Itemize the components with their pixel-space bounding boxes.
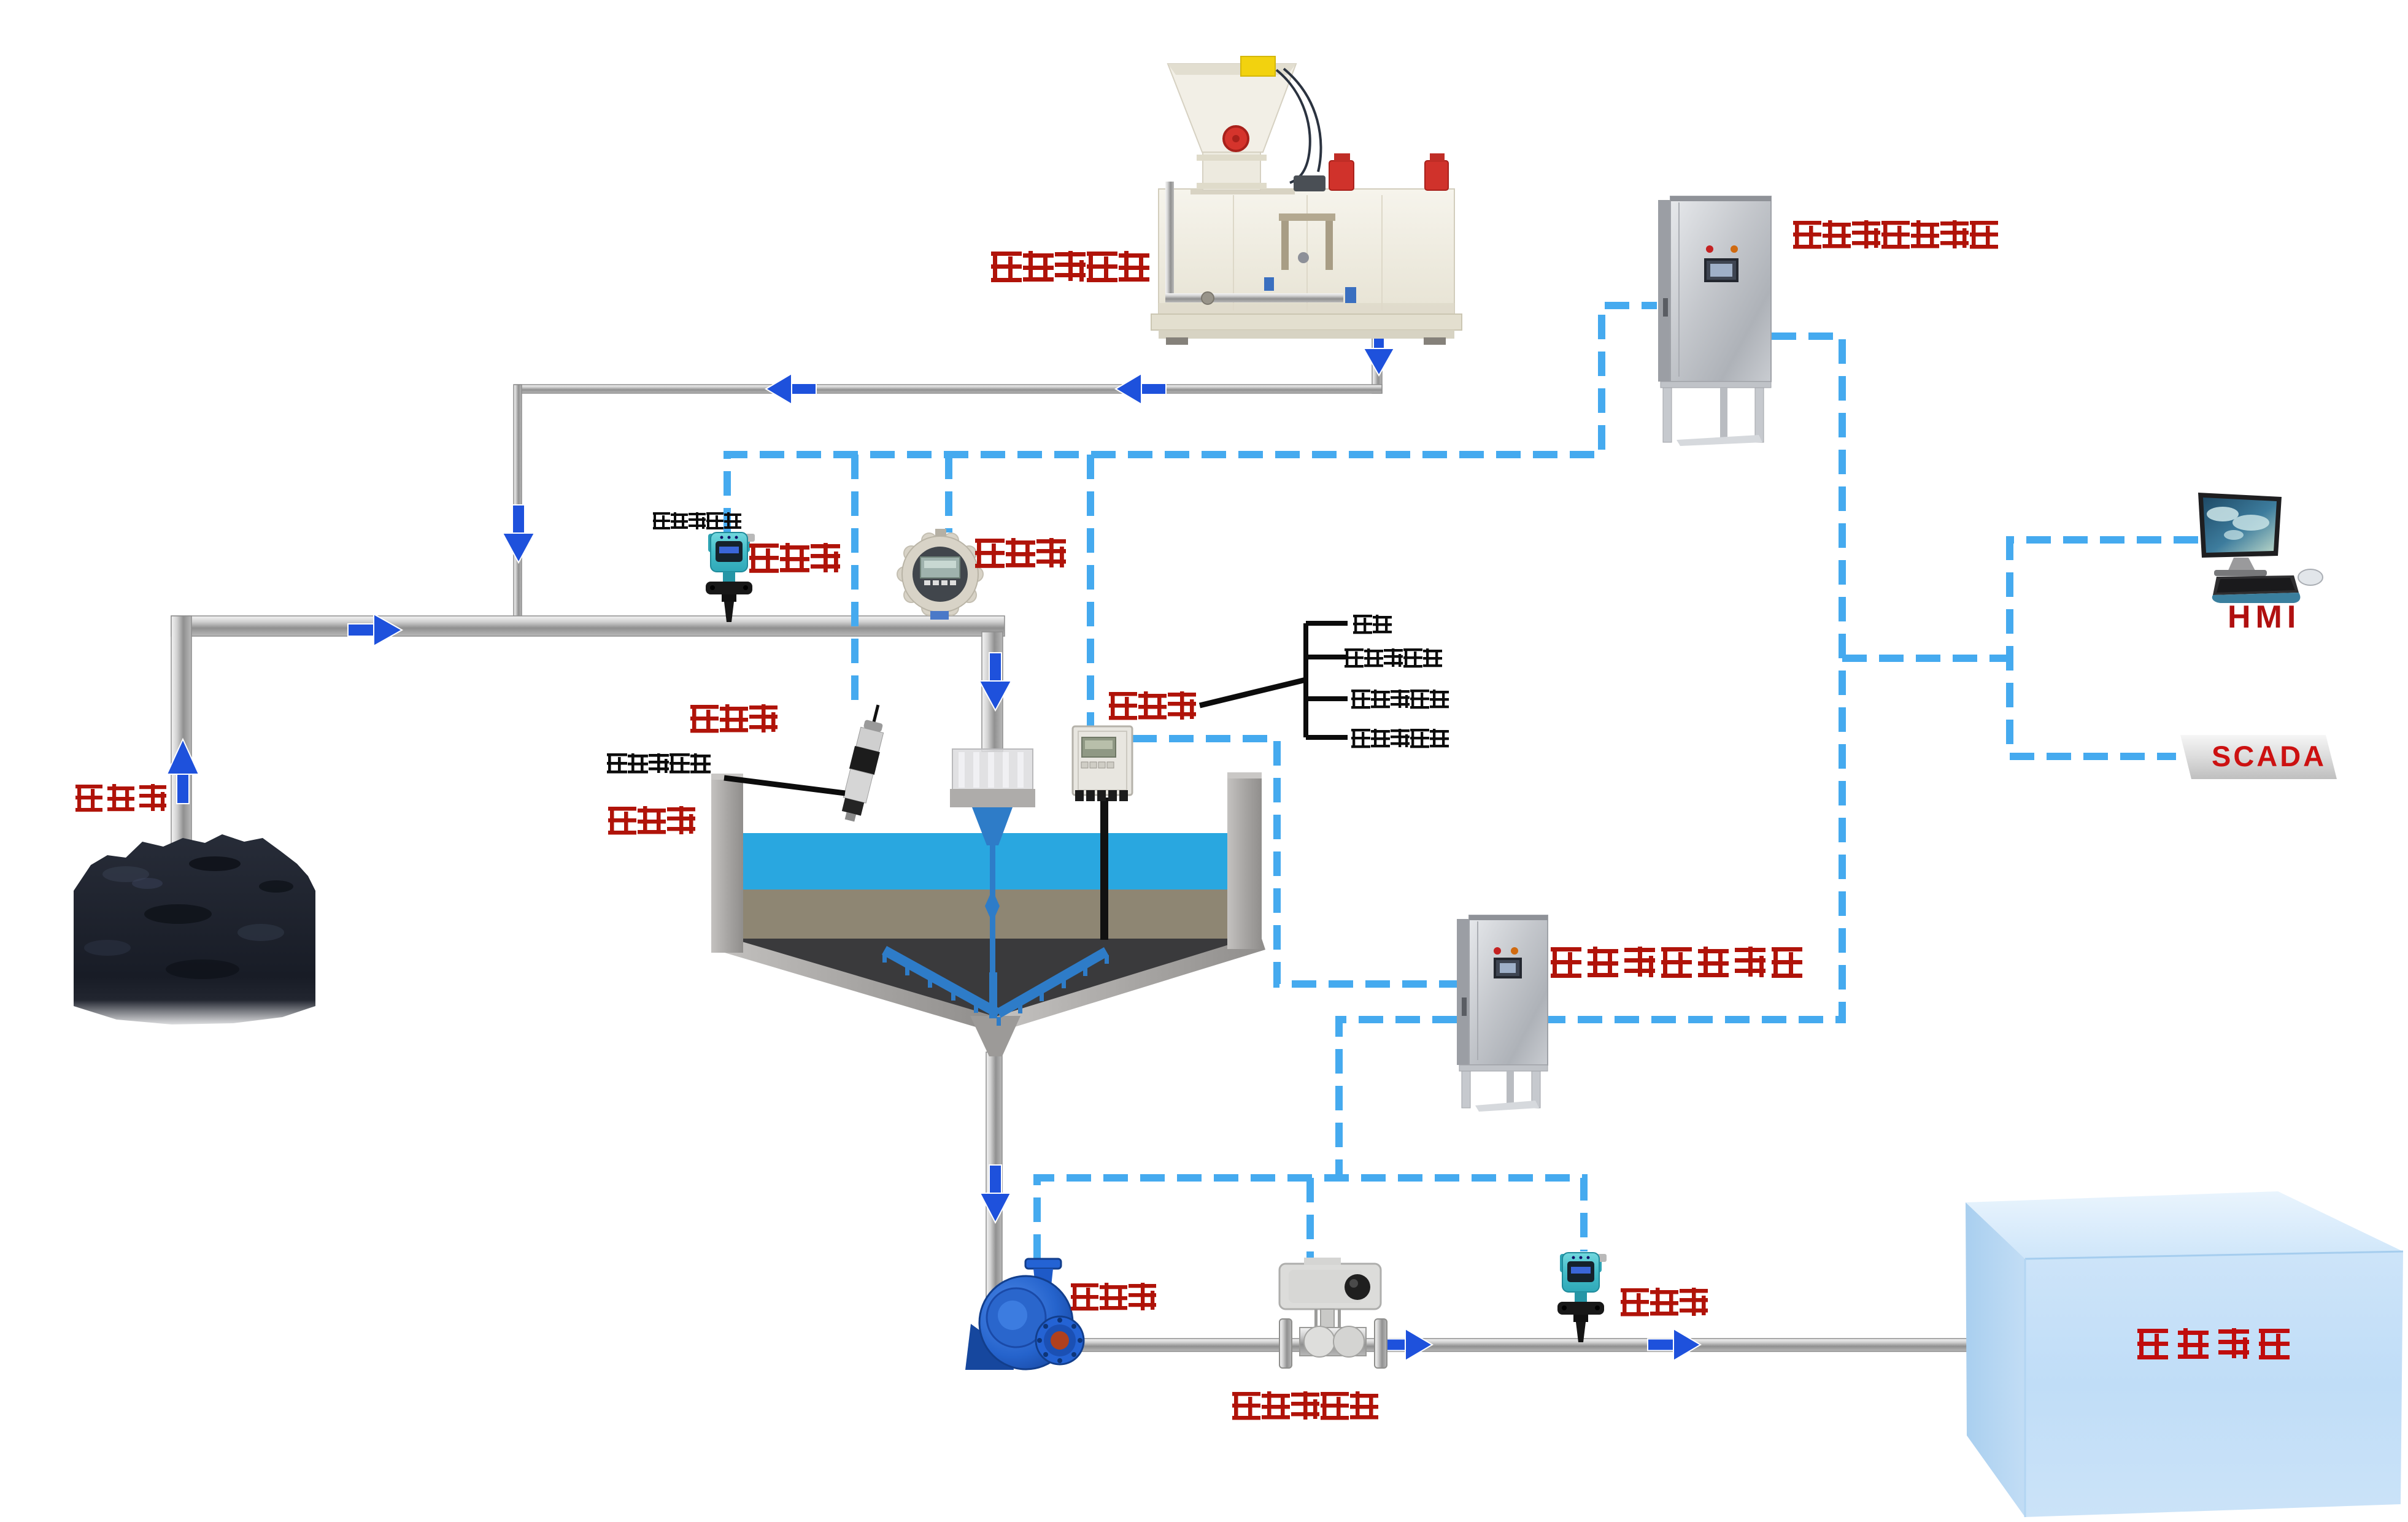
svg-text:HMI: HMI bbox=[2228, 599, 2301, 635]
svg-text:SCADA: SCADA bbox=[2212, 740, 2326, 772]
